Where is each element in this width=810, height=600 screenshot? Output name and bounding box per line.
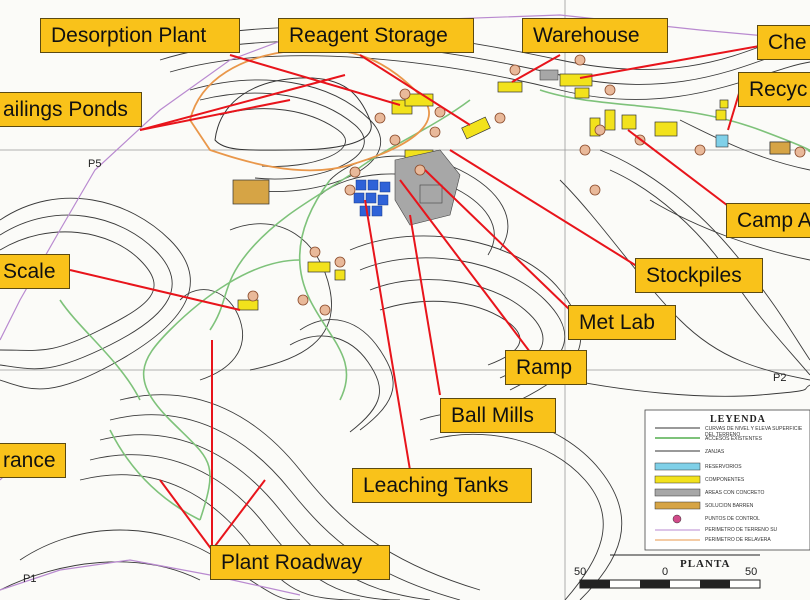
callout-ball-mills: Ball Mills (440, 398, 556, 433)
legend-item-concrete: AREAS CON CONCRETO (705, 490, 765, 496)
point-label-p2: P2 (773, 372, 787, 384)
callout-chemical: Che (757, 25, 810, 60)
planta-title: PLANTA (680, 558, 731, 570)
leaching-tank-cells (353, 179, 391, 217)
legend-item-perimeter: PERIMETRO DE TERRENO SU (705, 527, 778, 533)
scale-label-right: 50 (745, 566, 758, 578)
callout-reagent-storage: Reagent Storage (278, 18, 474, 53)
legend-item-trenches: ZANJAS (705, 449, 725, 455)
callout-scale: Scale (0, 254, 70, 289)
control-point-markers (247, 54, 806, 316)
concrete-areas (394, 69, 559, 226)
legend-item-barren: SOLUCION BARREN (705, 503, 754, 509)
legend-item-contours: CURVAS DE NIVEL Y ELEVA SUPERFICIE DEL T… (705, 426, 803, 438)
callout-ramp: Ramp (505, 350, 587, 385)
scale-label-left: 50 (574, 566, 587, 578)
callout-tailings-ponds: ailings Ponds (0, 92, 142, 127)
callout-stockpiles: Stockpiles (635, 258, 763, 293)
callout-plant-roadway: Plant Roadway (210, 545, 390, 580)
legend-item-control-points: PUNTOS DE CONTROL (705, 516, 760, 522)
legend-title: LEYENDA (710, 414, 766, 425)
callout-camp: Camp A (726, 203, 810, 238)
legend-item-reservoirs: RESERVORIOS (705, 464, 742, 470)
point-label-p1: P1 (23, 573, 37, 585)
point-label-p5: P5 (88, 158, 102, 170)
callout-entrance: rance (0, 443, 66, 478)
legend-item-access: ACCESOS EXISTENTES (705, 436, 762, 442)
leader-lines (69, 44, 766, 551)
scale-label-zero: 0 (662, 566, 669, 578)
scale-bar (579, 554, 761, 589)
legend-box (644, 409, 810, 551)
tailings-pond-outline (214, 77, 372, 151)
callout-warehouse: Warehouse (522, 18, 668, 53)
callout-met-lab: Met Lab (568, 305, 676, 340)
legend-item-tailings-perimeter: PERIMETRO DE RELAVERA (705, 537, 771, 543)
barren-solution-ponds (232, 141, 791, 205)
reservoirs (715, 134, 729, 148)
legend-item-components: COMPONENTES (705, 477, 745, 483)
callout-recycle: Recyc (738, 72, 810, 107)
callout-leaching-tanks: Leaching Tanks (352, 468, 532, 503)
callout-desorption-plant: Desorption Plant (40, 18, 240, 53)
